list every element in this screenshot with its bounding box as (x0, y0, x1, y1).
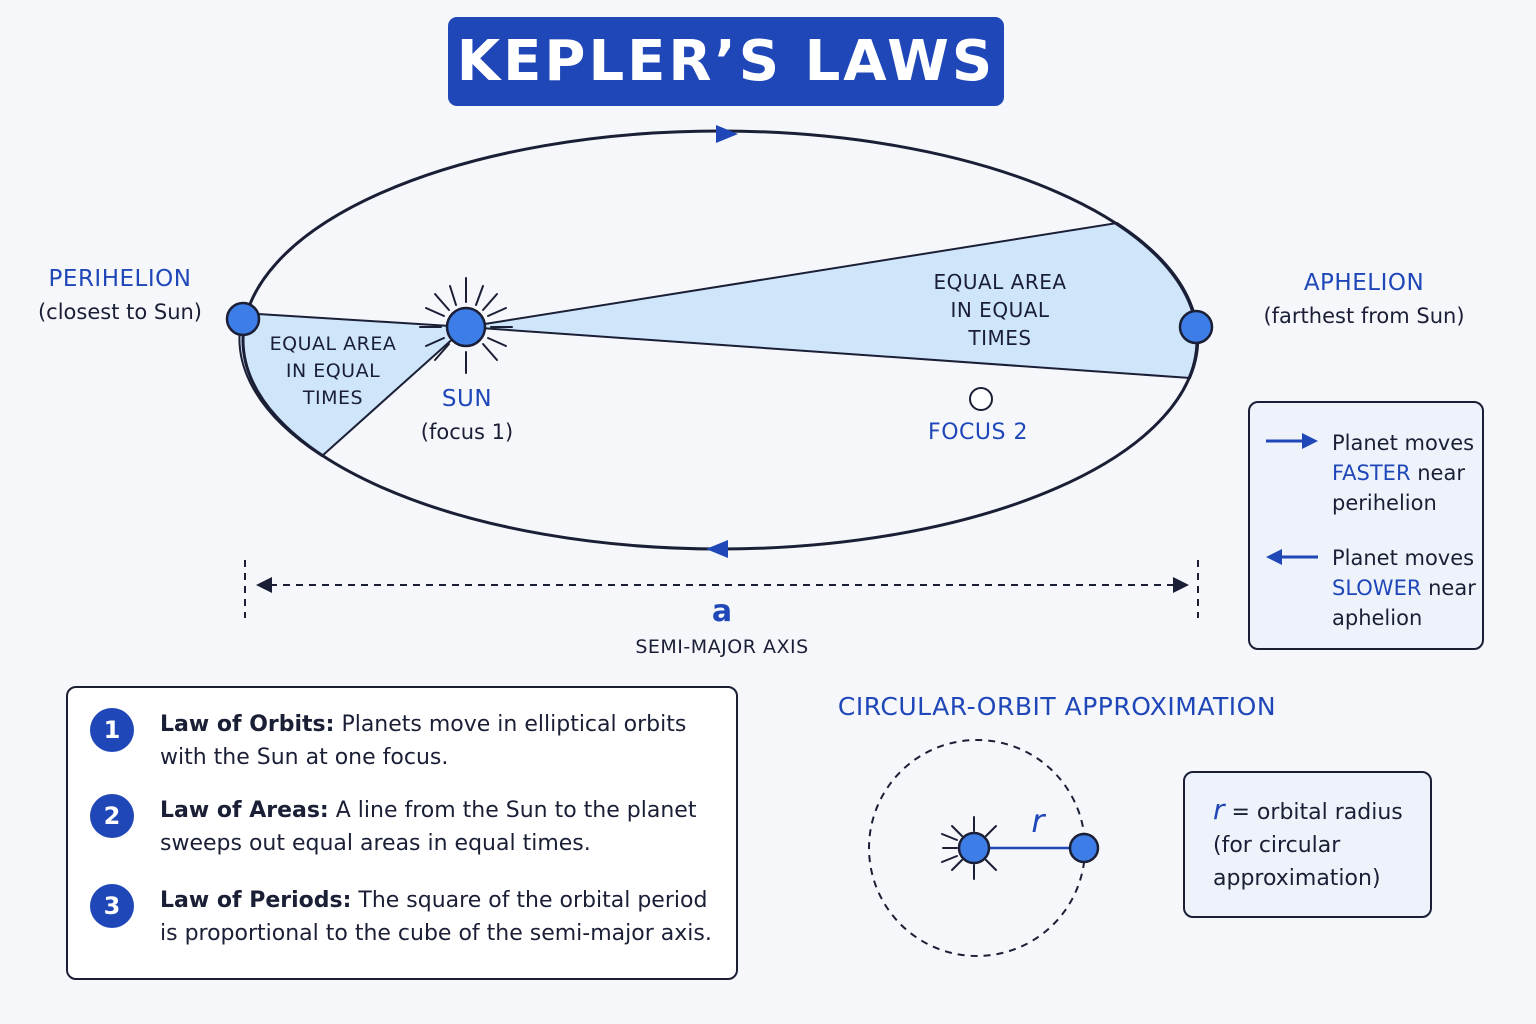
legend-slower-line-3: aphelion (1332, 606, 1423, 630)
radius-definition-line-1: r = orbital radius (1213, 793, 1428, 829)
perihelion-label: PERIHELION (48, 266, 192, 292)
law-1-text: Law of Orbits: Planets move in elliptica… (160, 708, 720, 774)
law-2-text: Law of Areas: A line from the Sun to the… (160, 794, 720, 860)
equal-area-right-line-2: IN EQUAL (950, 298, 1050, 322)
law-1-description: Planets move in elliptical orbits with t… (160, 712, 687, 770)
equal-area-right-line-1: EQUAL AREA (933, 270, 1067, 294)
law-2-number-badge: 2 (90, 794, 134, 838)
orbit-direction-arrow-bottom (706, 540, 728, 558)
law-2: 2 Law of Areas: A line from the Sun to t… (90, 794, 720, 860)
legend-slower-line-2: SLOWER near (1332, 573, 1482, 603)
sun-rays-icon (419, 277, 513, 374)
laws-card: 1 Law of Orbits: Planets move in ellipti… (66, 686, 738, 980)
legend-faster: Planet moves FASTER near perihelion (1332, 428, 1482, 518)
semi-major-axis-dimension (244, 560, 1199, 618)
legend-slower-emph: SLOWER (1332, 576, 1422, 600)
aphelion-note: (farthest from Sun) (1263, 304, 1465, 328)
sun-label: SUN (441, 386, 493, 412)
equal-area-label-left: EQUAL AREA IN EQUAL TIMES (248, 331, 418, 412)
planet-perihelion (225, 301, 261, 337)
law-1-number-badge: 1 (90, 708, 134, 752)
equal-area-left-line-3: TIMES (302, 387, 364, 409)
law-3-name: Law of Periods: (160, 888, 352, 913)
equal-area-left-line-2: IN EQUAL (285, 360, 381, 382)
semi-major-axis-label: SEMI-MAJOR AXIS (635, 636, 809, 658)
law-3-description: The square of the orbital period is prop… (160, 888, 712, 946)
radius-definition-line-3: approximation) (1213, 866, 1381, 891)
focus-2-marker (969, 387, 993, 411)
orbit-direction-arrow-top (716, 125, 738, 143)
legend-slower: Planet moves SLOWER near aphelion (1332, 543, 1482, 633)
law-3-number-badge: 3 (90, 884, 134, 928)
radius-symbol: r (1031, 802, 1045, 840)
perihelion-note: (closest to Sun) (37, 300, 203, 324)
speed-legend-card: Planet moves FASTER near perihelion Plan… (1248, 401, 1484, 650)
radius-definition-card: r = orbital radius (for circular approxi… (1183, 771, 1432, 918)
law-2-description: A line from the Sun to the planet sweeps… (160, 798, 697, 856)
legend-faster-line-2: FASTER near (1332, 458, 1482, 488)
equal-area-label-right: EQUAL AREA IN EQUAL TIMES (905, 268, 1095, 352)
law-1: 1 Law of Orbits: Planets move in ellipti… (90, 708, 720, 774)
aphelion-label: APHELION (1303, 270, 1425, 296)
sun-icon (445, 306, 487, 348)
semi-major-axis-symbol: a (711, 594, 733, 629)
radius-definition-symbol: r (1213, 793, 1225, 826)
radius-definition-text: = orbital radius (1224, 800, 1403, 825)
axis-arrowhead-right (1173, 577, 1189, 593)
planet-aphelion (1178, 309, 1214, 345)
law-1-name: Law of Orbits: (160, 712, 335, 737)
small-sun-icon (957, 831, 991, 865)
legend-faster-emph: FASTER (1332, 461, 1411, 485)
law-3: 3 Law of Periods: The square of the orbi… (90, 884, 720, 950)
title-banner: KEPLER’S LAWS (448, 17, 1004, 106)
radius-definition-line-2: (for circular (1213, 833, 1341, 858)
planet-circular (1068, 832, 1100, 864)
sun-focus-note: (focus 1) (420, 420, 514, 444)
legend-faster-line-3: perihelion (1332, 491, 1437, 515)
small-sun-rays-icon (941, 816, 997, 880)
legend-slower-line-1: Planet moves (1332, 546, 1475, 570)
axis-arrowhead-left (256, 577, 272, 593)
legend-faster-line-1: Planet moves (1332, 431, 1475, 455)
page-title: KEPLER’S LAWS (456, 29, 996, 94)
law-3-text: Law of Periods: The square of the orbita… (160, 884, 720, 950)
law-2-name: Law of Areas: (160, 798, 329, 823)
radius-definition: r = orbital radius (for circular approxi… (1213, 793, 1428, 895)
legend-faster-rest: near (1410, 461, 1465, 485)
legend-slower-rest: near (1421, 576, 1476, 600)
circular-orbit-title: CIRCULAR-ORBIT APPROXIMATION (837, 692, 1277, 721)
focus-2-label: FOCUS 2 (928, 420, 1028, 445)
faster-arrow-icon (1266, 433, 1318, 449)
equal-area-left-line-1: EQUAL AREA (269, 333, 397, 355)
equal-area-right-line-3: TIMES (968, 326, 1032, 350)
slower-arrow-icon (1266, 549, 1318, 565)
